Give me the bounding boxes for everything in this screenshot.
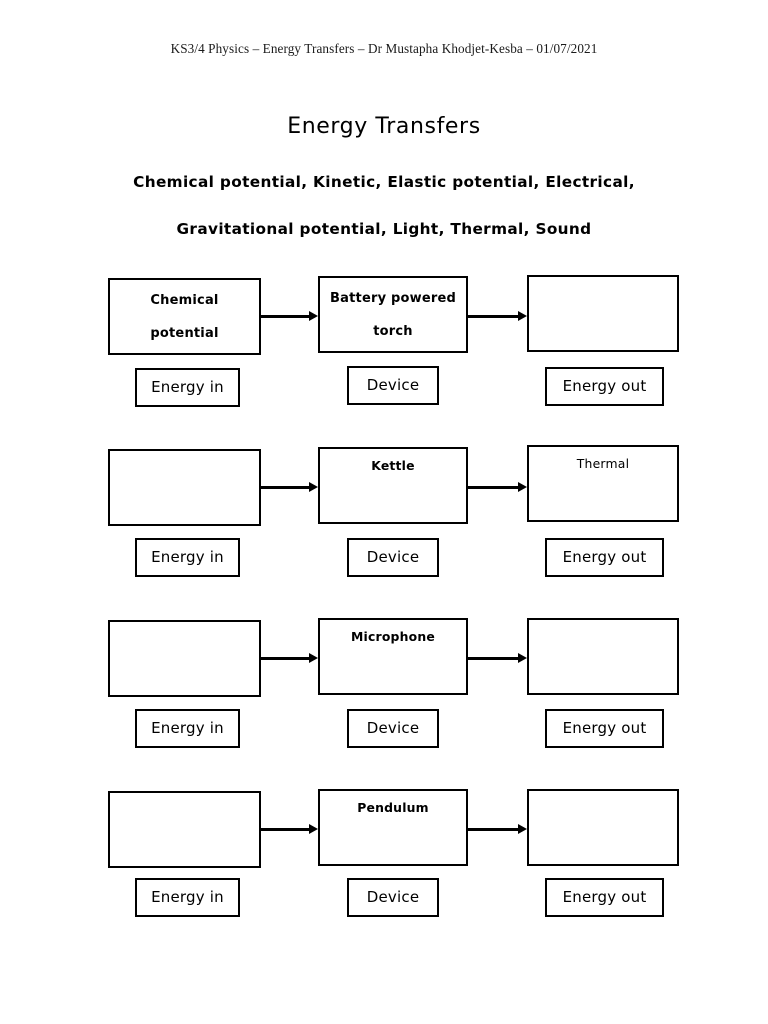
arrow-head-icon (309, 653, 318, 663)
arrow-head-icon (518, 311, 527, 321)
energy-in-text-row-1-line-2: potential (150, 326, 219, 342)
label-energy-out-row-2: Energy out (545, 538, 664, 577)
label-text: Energy in (151, 719, 224, 737)
label-text: Energy in (151, 378, 224, 396)
energy-in-text-row-1-line-1: Chemical (150, 293, 219, 308)
energy-out-box-row-2[interactable]: Thermal (527, 445, 679, 522)
label-text: Energy out (562, 377, 647, 395)
label-text: Device (366, 719, 420, 737)
arrow-head-icon (518, 653, 527, 663)
label-device-row-3: Device (347, 709, 439, 748)
device-box-row-2[interactable]: Kettle (318, 447, 468, 524)
arrow-head-icon (309, 482, 318, 492)
label-text: Energy out (562, 719, 647, 737)
device-text-row-2: Kettle (371, 458, 415, 473)
label-device-row-2: Device (347, 538, 439, 577)
energy-out-box-row-1[interactable] (527, 275, 679, 352)
arrow-shaft (261, 486, 309, 489)
device-text-row-1-line-2: torch (373, 324, 413, 340)
word-bank-line-2: Gravitational potential, Light, Thermal,… (176, 220, 592, 238)
arrow-shaft (261, 828, 309, 831)
label-text: Energy out (562, 548, 647, 566)
energy-in-box-row-4[interactable] (108, 791, 261, 868)
label-energy-out-row-1: Energy out (545, 367, 664, 406)
transfer-row-1: Chemical potential Battery powered torch… (0, 275, 768, 423)
transfer-row-2: Kettle Thermal Energy in Device Energy o… (0, 445, 768, 594)
arrow-shaft (261, 657, 309, 660)
arrow-shaft (261, 315, 309, 318)
label-energy-in-row-3: Energy in (135, 709, 240, 748)
energy-in-box-row-3[interactable] (108, 620, 261, 697)
label-text: Energy in (151, 888, 224, 906)
label-device-row-4: Device (347, 878, 439, 917)
label-text: Device (366, 888, 420, 906)
arrow-shaft (468, 315, 518, 318)
energy-in-text-row-2 (110, 451, 259, 460)
transfer-row-3: Microphone Energy in Device Energy out (0, 618, 768, 765)
arrow-head-icon (309, 311, 318, 321)
arrow-device-to-out-row-1 (468, 311, 527, 323)
energy-out-text-row-3 (529, 620, 677, 629)
energy-out-text-row-4 (529, 791, 677, 800)
label-text: Device (366, 376, 420, 394)
device-text-row-3: Microphone (351, 629, 435, 644)
label-energy-out-row-3: Energy out (545, 709, 664, 748)
arrow-device-to-out-row-2 (468, 482, 527, 494)
arrow-shaft (468, 486, 518, 489)
arrow-head-icon (518, 482, 527, 492)
arrow-head-icon (518, 824, 527, 834)
arrow-device-to-out-row-3 (468, 653, 527, 665)
label-text: Energy out (562, 888, 647, 906)
arrow-shaft (468, 828, 518, 831)
arrow-in-to-device-row-1 (261, 311, 318, 323)
device-box-row-4[interactable]: Pendulum (318, 789, 468, 866)
energy-in-box-row-2[interactable] (108, 449, 261, 526)
device-box-row-3[interactable]: Microphone (318, 618, 468, 695)
arrow-shaft (468, 657, 518, 660)
energy-out-text-row-2: Thermal (576, 456, 630, 471)
label-energy-out-row-4: Energy out (545, 878, 664, 917)
label-energy-in-row-1: Energy in (135, 368, 240, 407)
energy-out-box-row-4[interactable] (527, 789, 679, 866)
arrow-in-to-device-row-4 (261, 824, 318, 836)
device-text-row-1-line-1: Battery powered (330, 291, 456, 306)
energy-in-text-row-3 (110, 622, 259, 631)
device-box-row-1[interactable]: Battery powered torch (318, 276, 468, 353)
label-device-row-1: Device (347, 366, 439, 405)
energy-out-text-row-1 (529, 277, 677, 286)
energy-in-text-row-4 (110, 793, 259, 802)
arrow-device-to-out-row-4 (468, 824, 527, 836)
arrow-head-icon (309, 824, 318, 834)
document-header: KS3/4 Physics – Energy Transfers – Dr Mu… (170, 41, 598, 56)
energy-out-box-row-3[interactable] (527, 618, 679, 695)
label-energy-in-row-2: Energy in (135, 538, 240, 577)
word-bank-line-1: Chemical potential, Kinetic, Elastic pot… (133, 173, 635, 191)
energy-in-box-row-1[interactable]: Chemical potential (108, 278, 261, 355)
arrow-in-to-device-row-2 (261, 482, 318, 494)
label-text: Device (366, 548, 420, 566)
page-title: Energy Transfers (287, 114, 481, 139)
device-text-row-4: Pendulum (357, 800, 429, 815)
arrow-in-to-device-row-3 (261, 653, 318, 665)
label-text: Energy in (151, 548, 224, 566)
label-energy-in-row-4: Energy in (135, 878, 240, 917)
transfer-row-4: Pendulum Energy in Device Energy out (0, 789, 768, 936)
